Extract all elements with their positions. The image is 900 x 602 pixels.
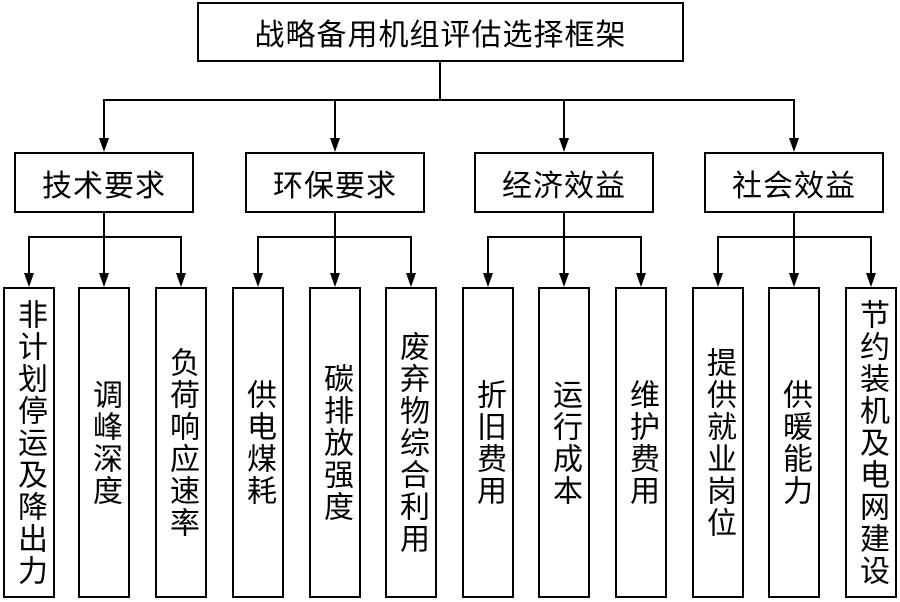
leaf-node-load-response-rate: 负荷响应速率 — [155, 287, 207, 598]
leaf-label: 供暖能力 — [777, 378, 812, 507]
category-label: 环保要求 — [273, 168, 397, 204]
category-node-economic-benefits: 经济效益 — [474, 152, 654, 213]
leaf-label: 供电煤耗 — [241, 378, 276, 507]
leaf-label: 非计划停运及降出力 — [12, 298, 47, 587]
leaf-label: 提供就业岗位 — [701, 346, 736, 539]
root-node-label: 战略备用机组评估选择框架 — [254, 18, 627, 53]
leaf-node-operating-cost: 运行成本 — [538, 287, 590, 598]
leaf-node-coal-consumption: 供电煤耗 — [232, 287, 284, 598]
leaf-label: 运行成本 — [547, 378, 582, 507]
leaf-node-maintenance-cost: 维护费用 — [615, 287, 667, 598]
root-node: 战略备用机组评估选择框架 — [197, 2, 684, 62]
leaf-label: 碳排放强度 — [318, 362, 353, 523]
category-node-social-benefits: 社会效益 — [704, 152, 884, 213]
leaf-label: 调峰深度 — [87, 378, 122, 507]
leaf-node-capacity-grid-savings: 节约装机及电网建设 — [845, 287, 897, 598]
leaf-label: 废弃物综合利用 — [394, 330, 429, 555]
leaf-label: 节约装机及电网建设 — [854, 298, 889, 587]
category-node-environmental-requirements: 环保要求 — [245, 152, 425, 213]
leaf-node-heating-capacity: 供暖能力 — [768, 287, 820, 598]
leaf-label: 折旧费用 — [471, 378, 506, 507]
category-label: 技术要求 — [42, 168, 166, 204]
leaf-node-employment: 提供就业岗位 — [692, 287, 744, 598]
leaf-node-carbon-intensity: 碳排放强度 — [309, 287, 361, 598]
leaf-node-peak-regulation-depth: 调峰深度 — [78, 287, 130, 598]
leaf-node-unplanned-outage: 非计划停运及降出力 — [3, 287, 55, 598]
category-label: 社会效益 — [732, 168, 856, 204]
leaf-label: 负荷响应速率 — [164, 346, 199, 539]
category-node-technical-requirements: 技术要求 — [14, 152, 194, 213]
leaf-label: 维护费用 — [624, 378, 659, 507]
category-label: 经济效益 — [502, 168, 626, 204]
leaf-node-depreciation-cost: 折旧费用 — [462, 287, 514, 598]
leaf-node-waste-utilization: 废弃物综合利用 — [385, 287, 437, 598]
